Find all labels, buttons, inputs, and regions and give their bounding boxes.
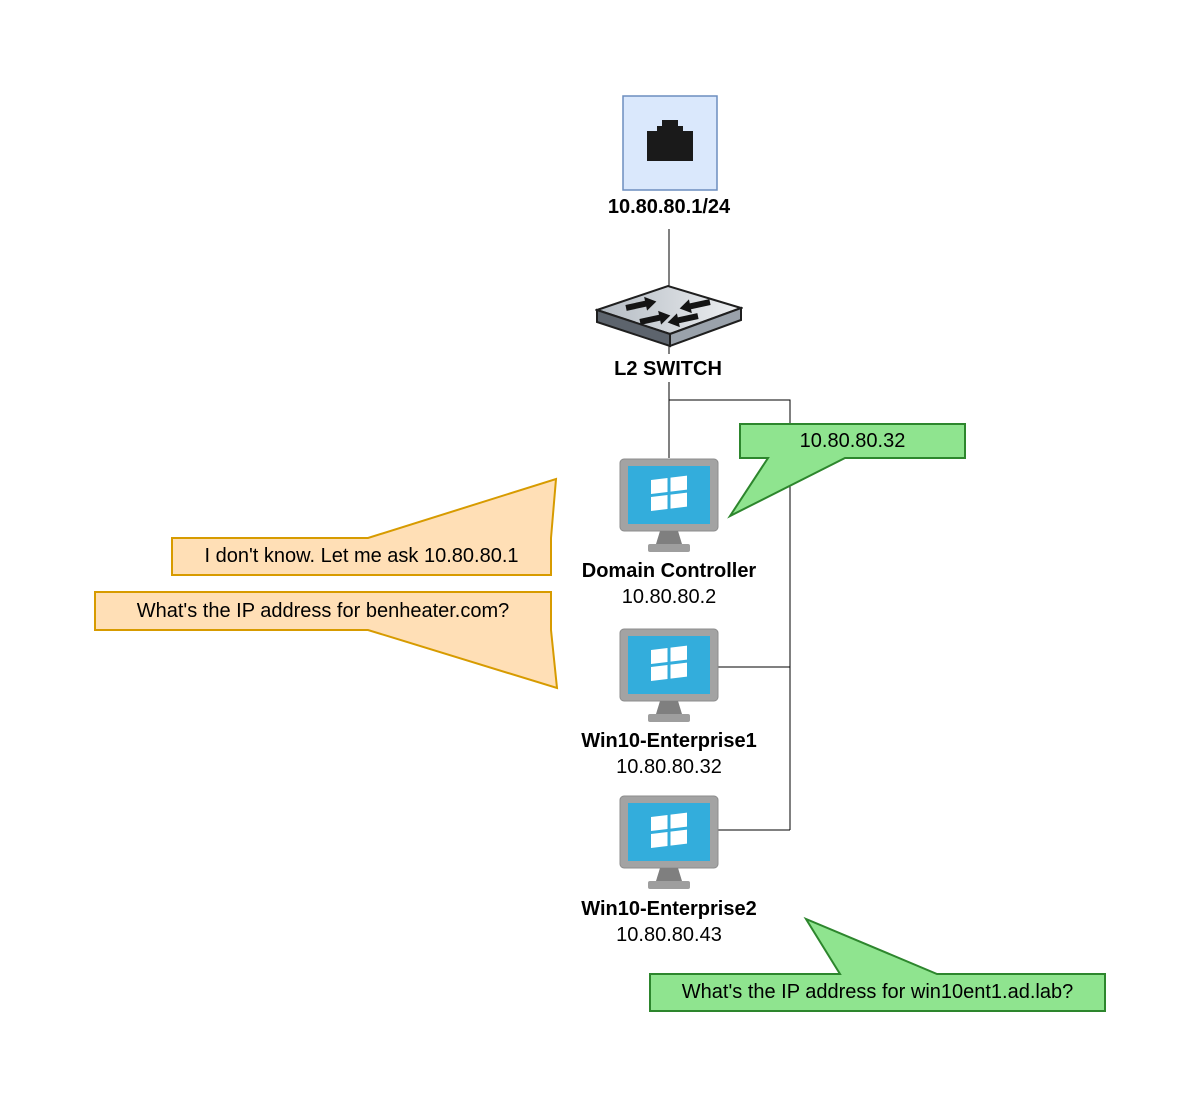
callout-lan-query-text: What's the IP address for win10ent1.ad.l… — [681, 981, 1074, 1003]
device-label-enterprise2: Win10-Enterprise2 10.80.80.43 — [544, 896, 794, 948]
link-bus — [669, 399, 791, 830]
callout-client-query-text: What's the IP address for benheater.com? — [136, 599, 510, 622]
monitor-icon-enterprise1 — [619, 628, 719, 723]
rj45-notch-left — [657, 120, 662, 126]
gateway-node — [622, 95, 718, 191]
device-label-domain-controller: Domain Controller 10.80.80.2 — [544, 558, 794, 610]
device-node-domain-controller — [619, 458, 719, 554]
ethernet-port-icon — [622, 95, 718, 191]
callout-dns-response-text: 10.80.80.32 — [799, 429, 906, 452]
callout-dc-forward-text: I don't know. Let me ask 10.80.80.1 — [204, 545, 519, 567]
device-ip: 10.80.80.32 — [616, 756, 722, 778]
device-ip: 10.80.80.2 — [621, 586, 717, 608]
callout-client-query-shape — [94, 591, 559, 690]
device-ip: 10.80.80.43 — [616, 924, 722, 946]
rj45-notch-right — [678, 120, 683, 126]
device-node-enterprise1 — [619, 628, 719, 724]
device-name: Domain Controller — [581, 560, 757, 582]
device-node-enterprise2 — [619, 795, 719, 891]
device-name: Win10-Enterprise1 — [581, 730, 757, 752]
device-name: Win10-Enterprise2 — [581, 898, 757, 920]
switch-side-face — [669, 306, 742, 348]
monitor-icon-enterprise2 — [619, 795, 719, 890]
switch-arrows — [625, 296, 711, 328]
callout-dns-response-shape — [727, 423, 966, 519]
callout-lan-query-shape — [649, 916, 1106, 1012]
switch-label: L2 SWITCH — [614, 358, 722, 380]
monitor-icon-domain-controller — [619, 458, 719, 553]
switch-node — [595, 283, 743, 349]
callout-dc-forward-shape — [171, 477, 558, 576]
device-label-enterprise1: Win10-Enterprise1 10.80.80.32 — [544, 728, 794, 780]
l2-switch-icon — [595, 284, 743, 348]
rj45-jack — [647, 120, 693, 161]
gateway-label: 10.80.80.1/24 — [607, 196, 731, 218]
